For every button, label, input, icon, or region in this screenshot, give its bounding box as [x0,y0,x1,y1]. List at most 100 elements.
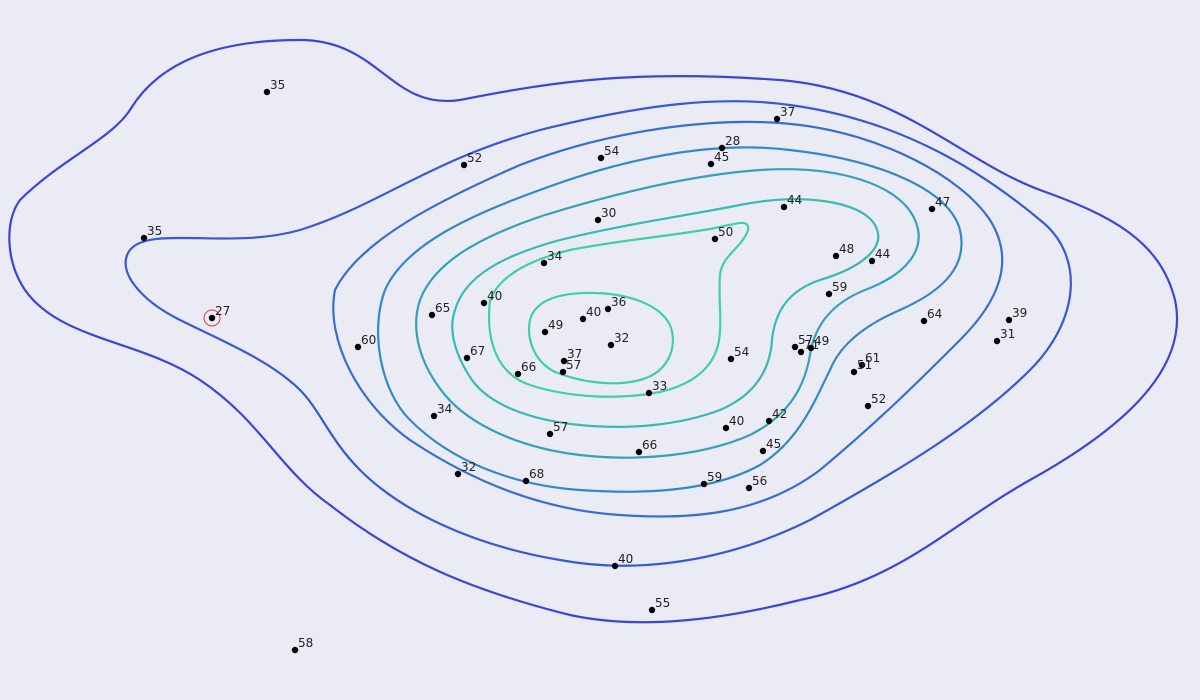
point-label: 40 [586,305,601,319]
point-label: 28 [725,134,740,148]
point-label: 36 [611,295,626,309]
point-label: 68 [529,467,544,481]
data-point[interactable] [607,341,615,349]
data-point[interactable] [291,646,299,654]
point-label: 40 [729,414,744,428]
contour-level-4 [377,146,963,493]
point-label: 54 [734,345,749,359]
point-label: 48 [839,242,854,256]
point-label: 34 [547,249,562,263]
data-point[interactable] [522,477,530,485]
data-point[interactable] [454,470,462,478]
point-label: 37 [567,347,582,361]
data-point[interactable] [428,311,436,319]
point-label: 34 [437,402,452,416]
data-point[interactable] [765,417,773,425]
data-point[interactable] [858,361,866,369]
data-point[interactable] [993,337,1001,345]
contour-level-7 [488,221,750,398]
data-point[interactable] [460,161,468,169]
data-point[interactable] [722,424,730,432]
data-point[interactable] [797,348,805,356]
point-label: 44 [787,193,802,207]
point-label: 35 [147,224,162,238]
point-label: 30 [601,206,616,220]
data-point[interactable] [773,115,781,123]
point-label: 57 [798,333,813,347]
data-point[interactable] [604,305,612,313]
point-label: 54 [604,144,619,158]
data-point[interactable] [597,154,605,162]
data-point[interactable] [864,402,872,410]
data-point[interactable] [727,355,735,363]
point-label: 47 [935,195,950,209]
point-label: 44 [875,247,890,261]
data-point[interactable] [700,480,708,488]
point-label: 65 [435,301,450,315]
point-label: 60 [361,333,376,347]
data-point[interactable] [430,412,438,420]
point-label: 57 [553,420,568,434]
data-point[interactable] [759,447,767,455]
point-label: 67 [470,344,485,358]
data-point[interactable] [208,314,216,322]
data-point[interactable] [791,343,799,351]
contour-level-1 [8,38,1178,624]
point-label: 49 [814,334,829,348]
point-label: 49 [548,318,563,332]
data-point[interactable] [648,606,656,614]
data-point[interactable] [868,257,876,265]
point-label: 45 [714,150,729,164]
data-point[interactable] [807,344,815,352]
data-point[interactable] [263,88,271,96]
data-point[interactable] [611,562,619,570]
point-label: 42 [772,407,787,421]
data-point[interactable] [718,144,726,152]
point-label: 52 [467,151,482,165]
point-label: 61 [865,351,880,365]
data-point[interactable] [780,203,788,211]
data-point[interactable] [928,205,936,213]
data-point[interactable] [825,290,833,298]
point-label: 33 [652,379,667,393]
point-label: 32 [614,331,629,345]
data-point[interactable] [354,343,362,351]
data-point[interactable] [546,430,554,438]
point-label: 39 [1012,306,1027,320]
contour-level-5 [415,168,920,459]
data-point[interactable] [645,389,653,397]
point-label: 66 [642,438,657,452]
data-point[interactable] [514,370,522,378]
data-point[interactable] [140,234,148,242]
data-point[interactable] [463,354,471,362]
data-point[interactable] [711,235,719,243]
data-point[interactable] [540,259,548,267]
data-point[interactable] [480,299,488,307]
contour-level-3 [332,120,1004,518]
data-point[interactable] [559,368,567,376]
data-point[interactable] [832,252,840,260]
data-point[interactable] [850,368,858,376]
point-label: 37 [780,105,795,119]
point-label: 40 [618,552,633,566]
point-label: 71 [804,338,819,352]
density-contours [8,38,1178,624]
point-label: 58 [298,636,313,650]
data-point[interactable] [560,357,568,365]
data-point[interactable] [707,160,715,168]
contour-level-8 [528,291,674,385]
point-label: 56 [752,474,767,488]
data-point[interactable] [920,317,928,325]
point-highlight-ring [203,309,221,327]
point-label: 50 [718,225,733,239]
data-point[interactable] [579,315,587,323]
data-point[interactable] [1005,316,1013,324]
data-point[interactable] [541,328,549,336]
point-label: 64 [927,307,942,321]
data-point[interactable] [635,448,643,456]
point-label: 51 [857,358,872,372]
data-point[interactable] [594,216,602,224]
data-point[interactable] [745,484,753,492]
